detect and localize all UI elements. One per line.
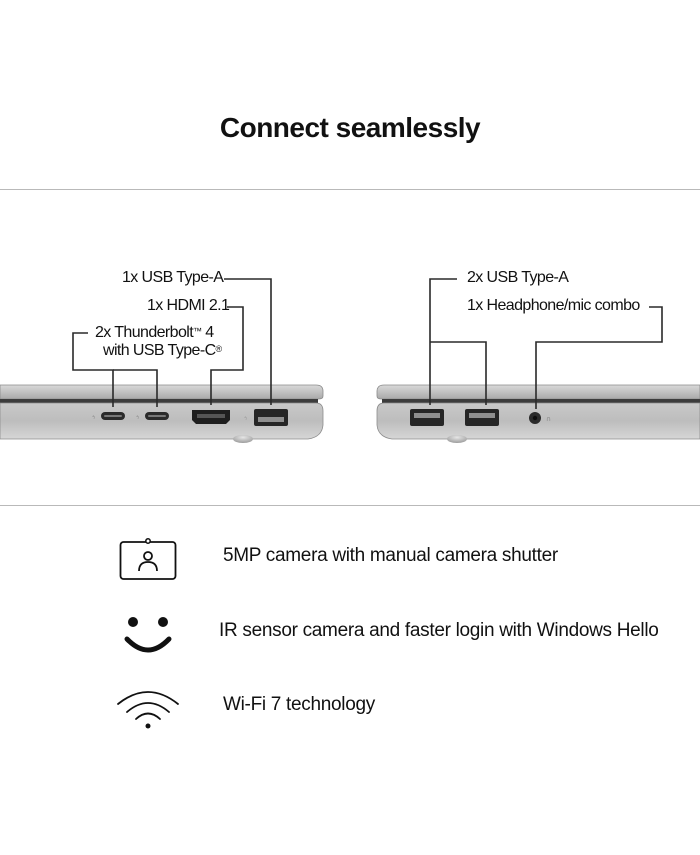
leader-lines: [72, 278, 663, 409]
hdmi-port: [192, 410, 230, 424]
thunderbolt-port-2: ϟ: [136, 412, 169, 421]
label-usb-type-a-right: 2x USB Type-A: [467, 269, 569, 286]
svg-text:ϟ: ϟ: [92, 415, 95, 421]
feature-wifi-text: Wi-Fi 7 technology: [223, 694, 375, 715]
feature-camera-text: 5MP camera with manual camera shutter: [223, 545, 558, 566]
svg-text:ϟ: ϟ: [244, 416, 247, 422]
svg-text:∩: ∩: [546, 415, 551, 423]
top-divider: [0, 189, 700, 190]
left-laptop-side: ϟ ϟ ϟ: [0, 384, 324, 443]
smiley-face-icon: [122, 613, 174, 664]
usb-a-port-right-1: [410, 409, 444, 426]
thunderbolt-port-1: ϟ: [92, 412, 125, 421]
svg-text:ϟ: ϟ: [136, 415, 139, 421]
label-usb-type-a-left: 1x USB Type-A: [122, 269, 224, 286]
headphone-jack: ∩: [529, 412, 551, 424]
label-thunderbolt: 2x Thunderbolt™ 4: [95, 324, 214, 341]
usb-a-port-left: [254, 409, 288, 426]
right-laptop-side: ∩: [376, 384, 700, 443]
camera-shutter-icon: [118, 537, 178, 586]
usb-a-port-right-2: [465, 409, 499, 426]
page-title: Connect seamlessly: [219, 112, 481, 143]
label-usb-type-c: with USB Type-C®: [103, 342, 222, 359]
port-diagram: ϟ ϟ ϟ: [0, 278, 700, 443]
feature-ir-camera-text: IR sensor camera and faster login with W…: [219, 620, 659, 641]
label-headphone-mic: 1x Headphone/mic combo: [467, 297, 640, 314]
bottom-divider: [0, 505, 700, 506]
label-hdmi: 1x HDMI 2.1: [147, 297, 230, 314]
wifi-icon: [115, 686, 181, 735]
